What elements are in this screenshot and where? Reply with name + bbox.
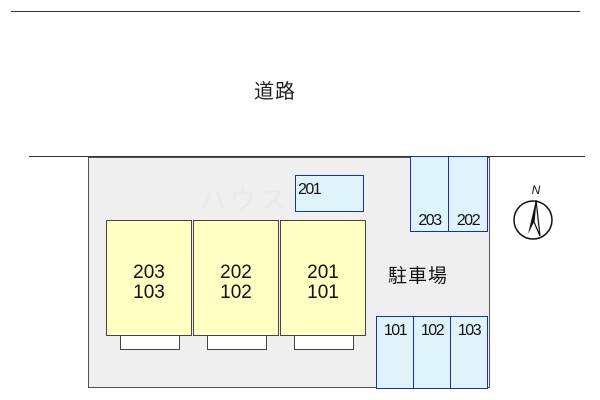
parking-space-101: 101 <box>376 316 414 389</box>
parking-space-103: 103 <box>450 316 488 389</box>
unit-lower-number: 103 <box>133 282 165 303</box>
unit-upper-number: 201 <box>307 262 339 283</box>
unit-upper-number: 203 <box>133 262 165 283</box>
road-edge-top <box>11 11 580 12</box>
parking-space-label: 203 <box>418 212 442 229</box>
parking-space-102: 102 <box>413 316 451 389</box>
unit-upper-number: 202 <box>220 262 252 283</box>
parking-space-label: 102 <box>420 322 445 339</box>
building-unit-203-103: 203 103 <box>106 220 192 336</box>
building-unit-201-101: 201 101 <box>280 220 366 336</box>
parking-space-label: 202 <box>456 212 481 229</box>
watermark: ハウス <box>200 186 291 216</box>
road-edge-bottom <box>29 156 585 157</box>
road-label: 道路 <box>254 79 296 103</box>
parking-label: 駐車場 <box>388 265 449 287</box>
parking-space-201: 201 <box>295 175 364 212</box>
compass-north-label: N <box>532 184 541 197</box>
entrance-step <box>120 336 180 350</box>
parking-space-label: 201 <box>298 181 322 198</box>
parking-space-203: 203 <box>410 156 449 232</box>
entrance-step <box>294 336 354 350</box>
unit-label: 203 103 <box>107 263 191 303</box>
unit-label: 201 101 <box>281 263 365 303</box>
parking-space-202: 202 <box>448 156 488 232</box>
north-compass-icon: N <box>512 183 556 242</box>
entrance-step <box>207 336 267 350</box>
building-unit-202-102: 202 102 <box>193 220 279 336</box>
unit-label: 202 102 <box>194 263 278 303</box>
unit-lower-number: 101 <box>307 282 339 303</box>
parking-space-label: 103 <box>457 322 482 339</box>
parking-space-label: 101 <box>383 322 408 339</box>
unit-lower-number: 102 <box>220 282 252 303</box>
